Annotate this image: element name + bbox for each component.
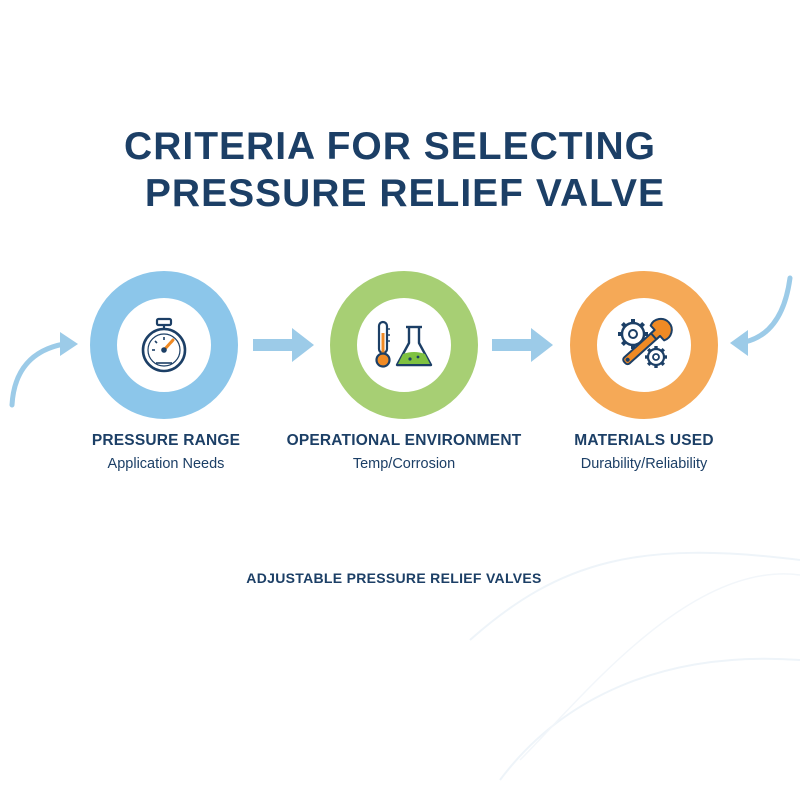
step-pressure-range-title: PRESSURE RANGE [91, 432, 241, 449]
step-materials-used-title: MATERIALS USED [574, 432, 714, 449]
footer-caption: ADJUSTABLE PRESSURE RELIEF VALVES [246, 570, 542, 586]
pressure-gauge-icon [141, 317, 187, 373]
gears-wrench-icon [618, 317, 673, 368]
step-materials-used-subtitle: Durability/Reliability [580, 456, 708, 472]
step-operational-environment-subtitle: Temp/Corrosion [352, 456, 456, 472]
step-pressure-range-ring [90, 271, 238, 419]
thermometer-flask-icon [375, 320, 433, 368]
title-line-2: PRESSURE RELIEF VALVE [144, 172, 666, 215]
step-operational-environment-ring [330, 271, 478, 419]
step-pressure-range-subtitle: Application Needs [107, 456, 225, 472]
step-operational-environment-title: OPERATIONAL ENVIRONMENT [286, 432, 522, 449]
title-line-1: CRITERIA FOR SELECTING [124, 125, 656, 168]
step-materials-used-ring [570, 271, 718, 419]
